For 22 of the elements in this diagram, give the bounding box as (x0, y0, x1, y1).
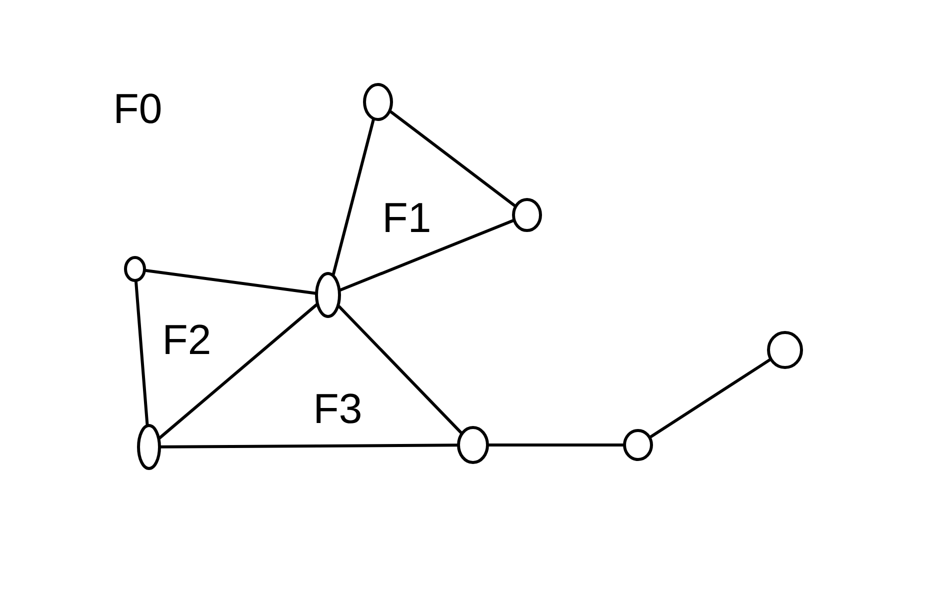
face-label: F2 (166, 324, 210, 354)
edge-line (338, 305, 462, 434)
edge-line (488, 444, 624, 446)
edge-line (389, 110, 516, 208)
edge-line (144, 268, 317, 295)
face-label: F0 (116, 94, 161, 124)
edge-line (160, 444, 458, 448)
vertex-circle (767, 331, 803, 369)
vertex-circle (623, 429, 653, 461)
vertex-circle (457, 426, 489, 464)
face-label: F3 (316, 394, 360, 424)
face-label: F1 (386, 203, 430, 232)
vertex-circle (363, 83, 393, 121)
edge-line (158, 303, 318, 440)
edge-line (134, 280, 149, 426)
edge-line (649, 358, 772, 438)
edge-line (332, 118, 375, 276)
vertex-circle (137, 424, 161, 470)
vertex-circle (315, 272, 341, 318)
vertex-circle (512, 198, 542, 232)
edge-line (339, 219, 514, 292)
vertex-circle (124, 256, 146, 282)
